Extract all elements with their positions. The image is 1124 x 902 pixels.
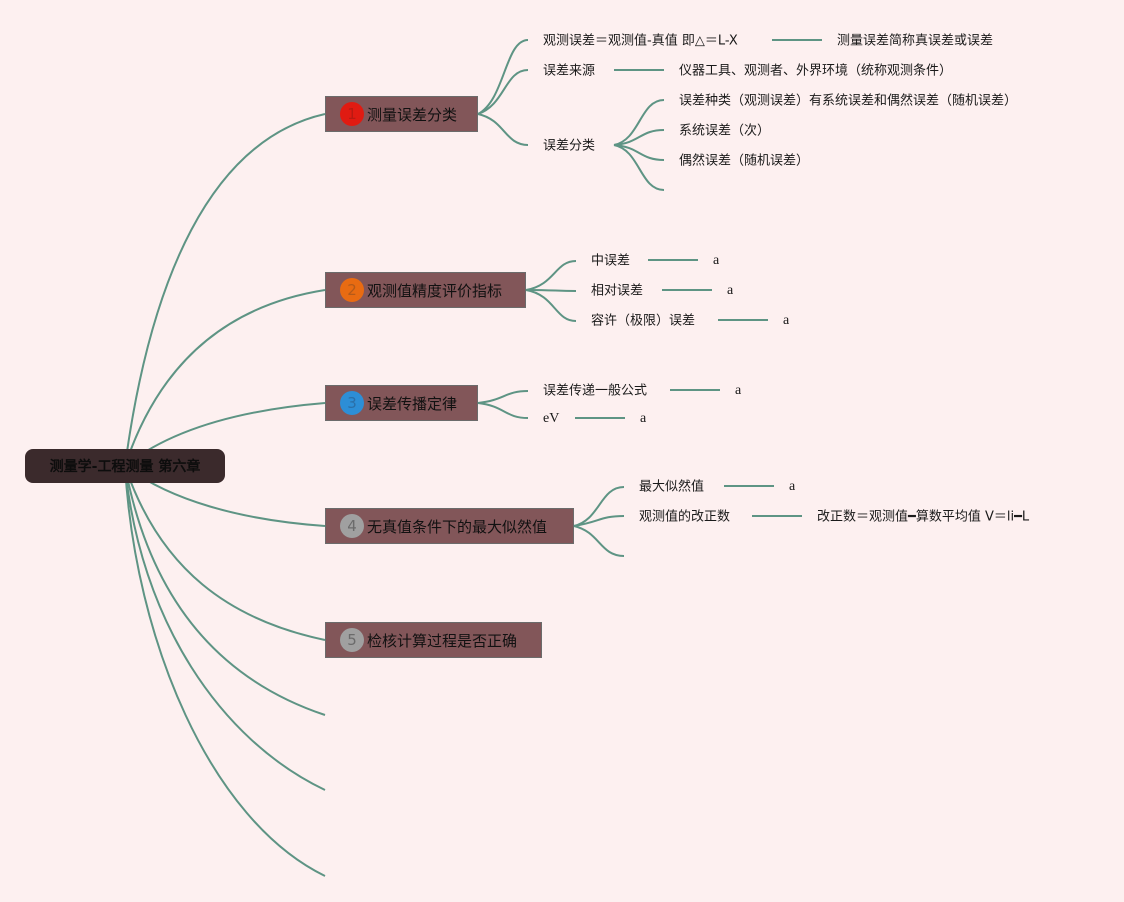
topic-error-propagation[interactable]: 3 误差传播定律 [325, 385, 478, 421]
subtopic-mean-square-error[interactable]: 中误差 [591, 253, 631, 269]
link-root-empty-1 [124, 465, 326, 716]
topic-error-classification[interactable]: 1 测量误差分类 [325, 96, 478, 132]
note-placeholder[interactable]: a [735, 383, 742, 398]
topic-label: 无真值条件下的最大似然值 [367, 517, 548, 536]
link-root-topic-2 [124, 289, 326, 467]
note-placeholder[interactable]: a [783, 313, 790, 328]
link-root-empty-3 [124, 465, 326, 877]
topic-label: 误差传播定律 [367, 394, 458, 413]
note-correction-formula[interactable]: 改正数＝观测值━算数平均值 V＝li━L [817, 509, 1030, 525]
link-root-empty-2 [124, 465, 326, 791]
connector-lines [124, 39, 822, 877]
note-placeholder[interactable]: a [713, 253, 720, 268]
number-1-icon: 1 [340, 102, 364, 126]
link-t1-cls-1 [613, 99, 665, 146]
link-root-topic-1 [124, 113, 326, 467]
subtopic-max-likelihood-value[interactable]: 最大似然值 [639, 479, 705, 495]
link-t1-def [477, 39, 529, 115]
subtopic-propagation-formula[interactable]: 误差传递一般公式 [543, 383, 648, 399]
link-t1-source [477, 69, 529, 115]
subtopic-error-definition[interactable]: 观测误差＝观测值-真值 即△＝L-X [543, 33, 738, 49]
link-t1-cls-4 [613, 144, 665, 191]
subtopic-error-source[interactable]: 误差来源 [543, 63, 596, 79]
subtopic-relative-error[interactable]: 相对误差 [591, 283, 644, 299]
subtopic-correction[interactable]: 观测值的改正数 [639, 509, 731, 525]
note-placeholder[interactable]: a [789, 479, 796, 494]
note-error-source[interactable]: 仪器工具、观测者、外界环境（统称观测条件） [679, 63, 953, 79]
class-item[interactable]: 偶然误差（随机误差） [679, 153, 810, 169]
topic-label: 测量误差分类 [367, 105, 458, 124]
subtopic-tolerance-error[interactable]: 容许（极限）误差 [591, 313, 696, 329]
subtopic-error-classes[interactable]: 误差分类 [543, 138, 596, 154]
note-placeholder[interactable]: a [727, 283, 734, 298]
link-root-topic-5 [124, 465, 326, 641]
topic-precision-indicators[interactable]: 2 观测值精度评价指标 [325, 272, 526, 308]
root-topic[interactable]: 测量学-工程测量 第六章 [25, 449, 225, 483]
number-3-icon: 3 [340, 391, 364, 415]
link-t1-cls [477, 113, 529, 146]
link-t1-cls-2 [613, 129, 665, 146]
topic-label: 观测值精度评价指标 [367, 281, 503, 300]
number-5-icon: 5 [340, 628, 364, 652]
topic-label: 检核计算过程是否正确 [367, 631, 518, 650]
note-placeholder[interactable]: a [640, 411, 647, 426]
note-error-definition[interactable]: 测量误差简称真误差或误差 [837, 33, 994, 49]
topic-check-calculation[interactable]: 5 检核计算过程是否正确 [325, 622, 542, 658]
number-2-icon: 2 [340, 278, 364, 302]
subtopic-ev[interactable]: eV [543, 411, 560, 426]
class-item[interactable]: 误差种类（观测误差）有系统误差和偶然误差（随机误差） [679, 93, 1018, 109]
number-4-icon: 4 [340, 514, 364, 538]
class-item[interactable]: 系统误差（次） [679, 123, 771, 139]
topic-max-likelihood[interactable]: 4 无真值条件下的最大似然值 [325, 508, 574, 544]
